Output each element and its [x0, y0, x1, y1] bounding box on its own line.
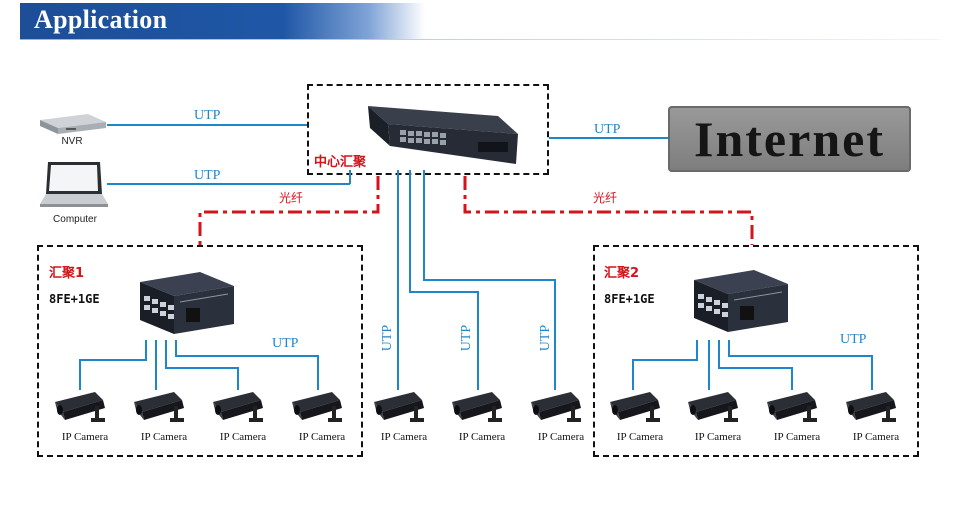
ip-camera: IP Camera: [604, 388, 684, 444]
core-switch: [368, 106, 518, 164]
center-aggregation-box: [307, 84, 549, 175]
ip-camera: IP Camera: [207, 388, 287, 444]
utp-label-downlink-2: UTP: [459, 324, 474, 352]
ip-camera: IP Camera: [761, 388, 841, 444]
utp-label-downlink-3: UTP: [538, 324, 553, 352]
nvr-device: [40, 114, 106, 134]
ip-camera: IP Camera: [368, 388, 448, 444]
camera-label: IP Camera: [61, 431, 109, 443]
utp-label-nvr: UTP: [194, 108, 221, 123]
camera-icon: [606, 388, 670, 433]
internet-banner: Internet: [668, 106, 911, 172]
laptop-icon: [40, 162, 108, 207]
aggregation-2-box: [593, 245, 919, 457]
camera-icon: [130, 388, 194, 433]
camera-label: IP Camera: [616, 431, 664, 443]
aggregation-1-box: [37, 245, 363, 457]
utp-label-group2: UTP: [840, 332, 867, 347]
section-title: Application: [34, 5, 168, 34]
camera-icon: [370, 388, 434, 433]
utp-label-group1: UTP: [272, 336, 299, 351]
camera-icon: [51, 388, 115, 433]
camera-label: IP Camera: [773, 431, 821, 443]
computer-label: Computer: [53, 214, 97, 225]
camera-icon: [288, 388, 352, 433]
ip-camera: IP Camera: [682, 388, 762, 444]
aggregation-1-model: 8FE+1GE: [49, 292, 100, 306]
aggregation-1-label: 汇聚1: [49, 266, 85, 281]
camera-icon: [684, 388, 748, 433]
camera-icon: [209, 388, 273, 433]
internet-label: Internet: [694, 111, 885, 167]
ip-camera: IP Camera: [286, 388, 366, 444]
camera-label: IP Camera: [852, 431, 900, 443]
camera-label: IP Camera: [537, 431, 585, 443]
utp-label-downlink-1: UTP: [380, 324, 395, 352]
aggregation-2-label: 汇聚2: [604, 266, 640, 281]
camera-label: IP Camera: [380, 431, 428, 443]
aggregation-2-model: 8FE+1GE: [604, 292, 655, 306]
camera-icon: [842, 388, 906, 433]
nvr-label: NVR: [61, 136, 83, 147]
section-header: Application: [20, 3, 425, 39]
camera-icon: [448, 388, 512, 433]
ip-camera: IP Camera: [525, 388, 605, 444]
camera-label: IP Camera: [694, 431, 742, 443]
camera-icon: [763, 388, 827, 433]
aggregation-1-switch: [140, 272, 234, 334]
header-underline: [20, 39, 940, 40]
camera-label: IP Camera: [458, 431, 506, 443]
utp-label-internet: UTP: [594, 122, 621, 137]
camera-label: IP Camera: [140, 431, 188, 443]
center-aggregation-label: 中心汇聚: [314, 155, 367, 170]
camera-icon: [527, 388, 591, 433]
aggregation-2-switch: [694, 270, 788, 332]
ip-camera: IP Camera: [840, 388, 920, 444]
fiber-label-right: 光纤: [593, 191, 618, 205]
ip-camera: IP Camera: [49, 388, 129, 444]
utp-label-computer: UTP: [194, 168, 221, 183]
fiber-label-left: 光纤: [279, 191, 304, 205]
ip-camera: IP Camera: [128, 388, 208, 444]
ip-camera: IP Camera: [446, 388, 526, 444]
camera-label: IP Camera: [298, 431, 346, 443]
camera-label: IP Camera: [219, 431, 267, 443]
